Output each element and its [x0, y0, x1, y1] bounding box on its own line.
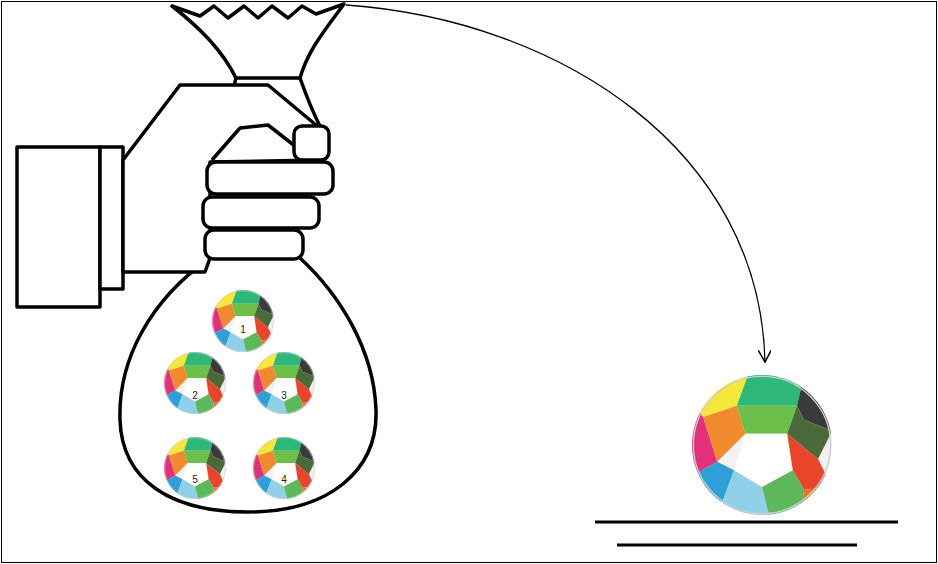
cuff-inner — [100, 147, 123, 289]
hand-and-bag — [17, 4, 376, 512]
ball-number: 3 — [274, 390, 294, 402]
finger — [207, 162, 333, 194]
ball — [164, 352, 226, 414]
ball-number: 2 — [185, 390, 205, 402]
finger — [203, 197, 319, 228]
bag-top — [172, 4, 344, 78]
ball — [164, 437, 226, 499]
answer-line — [617, 544, 857, 547]
thumb-line — [212, 125, 300, 160]
ball-number: 1 — [233, 324, 253, 336]
ball-number: 5 — [185, 474, 205, 486]
cuff — [17, 147, 100, 307]
draw-arrow — [346, 5, 765, 362]
ball — [253, 437, 315, 499]
ball — [253, 352, 315, 414]
bag-body — [120, 258, 376, 512]
finger — [205, 230, 303, 259]
ball — [212, 290, 274, 352]
thumb-tip — [294, 126, 329, 160]
answer-line — [595, 521, 898, 524]
drawn-ball — [692, 375, 832, 515]
ball-number: 4 — [274, 474, 294, 486]
